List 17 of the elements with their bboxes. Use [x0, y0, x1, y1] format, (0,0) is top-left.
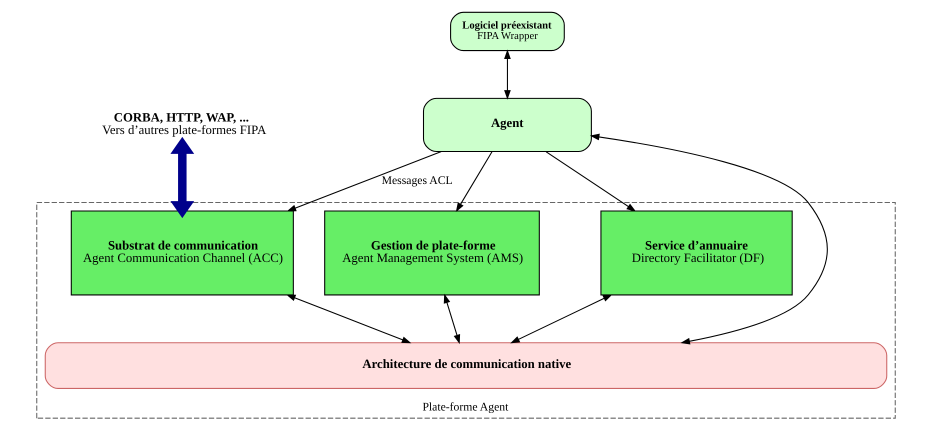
node-text: CORBA, HTTP, WAP, ... Vers d’autres plate-formes FIPA — [102, 110, 266, 138]
arrow — [510, 294, 612, 344]
node-box: Gestion de plate-forme Agent Management System (AMS) — [324, 210, 540, 296]
node-box: Architecture de communication native — [44, 342, 887, 389]
arrow — [286, 151, 441, 212]
arrow — [504, 49, 510, 100]
arrow — [443, 294, 460, 344]
arrow — [589, 134, 828, 345]
node-box: Logiciel préexistant FIPA Wrapper — [450, 12, 564, 52]
arrow — [455, 152, 492, 212]
edge-label: Messages ACL — [381, 174, 452, 188]
node-box: Service d’annuaire Directory Facilitator (DF) — [600, 210, 792, 296]
node-box: Substrat de communication Agent Communication Channel (ACC) — [70, 210, 294, 296]
node-box: Agent — [422, 98, 592, 152]
arrow — [545, 151, 636, 212]
arrow — [286, 294, 411, 344]
arrow — [170, 136, 194, 218]
